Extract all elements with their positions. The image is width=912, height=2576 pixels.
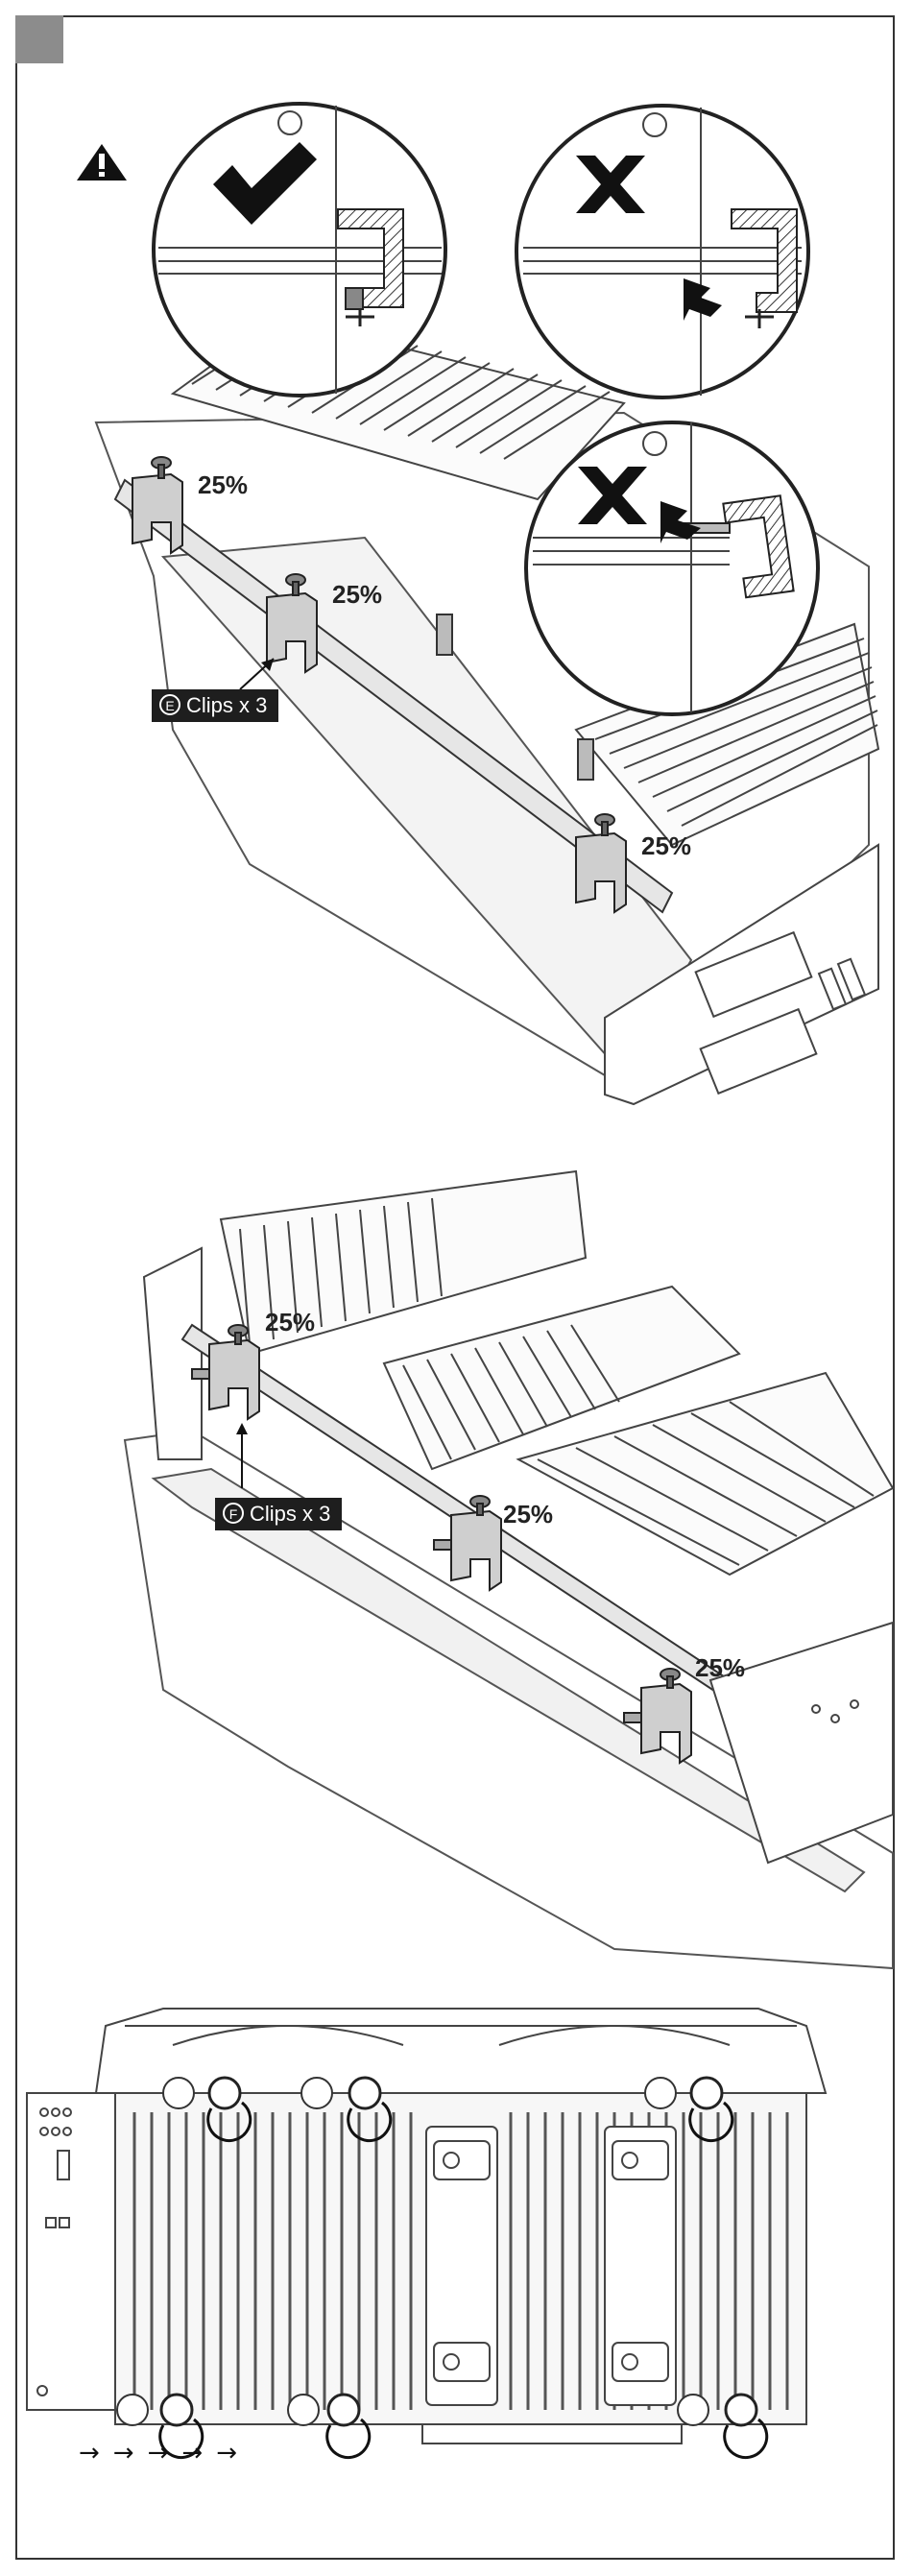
percent-label: 25% [503, 1500, 553, 1529]
clips-e-label: E Clips x 3 [152, 689, 278, 722]
arrow-icon: → [148, 2439, 182, 2468]
percent-label: 25% [198, 470, 248, 499]
screw-sequence-illustration [0, 1987, 912, 2487]
arrow-icon: → [113, 2439, 148, 2468]
clips-f-leader-head [236, 1423, 248, 1434]
percent-label: 25% [641, 831, 691, 860]
detail-wrong-circle-1 [516, 106, 808, 397]
detail-wrong-circle-2 [526, 422, 818, 714]
clips-f-text: Clips x 3 [250, 1502, 330, 1526]
warning-triangle-icon [77, 144, 127, 181]
sequence-arrows: →→→→→ [79, 2439, 251, 2468]
pcb-board [27, 2093, 123, 2410]
arrow-icon: → [181, 2439, 216, 2468]
clips-f-label: F Clips x 3 [215, 1498, 342, 1530]
io-bracket [144, 1248, 202, 1459]
percent-label: 25% [332, 580, 382, 609]
mount-bracket-right [605, 2127, 676, 2405]
clips-f-letter: F [223, 1503, 244, 1524]
percent-label: 25% [265, 1308, 315, 1336]
clips-e-text: Clips x 3 [186, 693, 267, 717]
clips-f-illustration: 25% 25% 25% [0, 1143, 912, 1978]
mount-bracket-left [426, 2127, 497, 2405]
pci-edge-connector [422, 2424, 682, 2444]
clips-e-illustration: 25% 25% 25% [0, 0, 912, 1152]
arrow-icon: → [216, 2439, 251, 2468]
clips-e-letter: E [159, 694, 180, 715]
percent-label: 25% [695, 1653, 745, 1682]
arrow-icon: → [79, 2439, 113, 2468]
